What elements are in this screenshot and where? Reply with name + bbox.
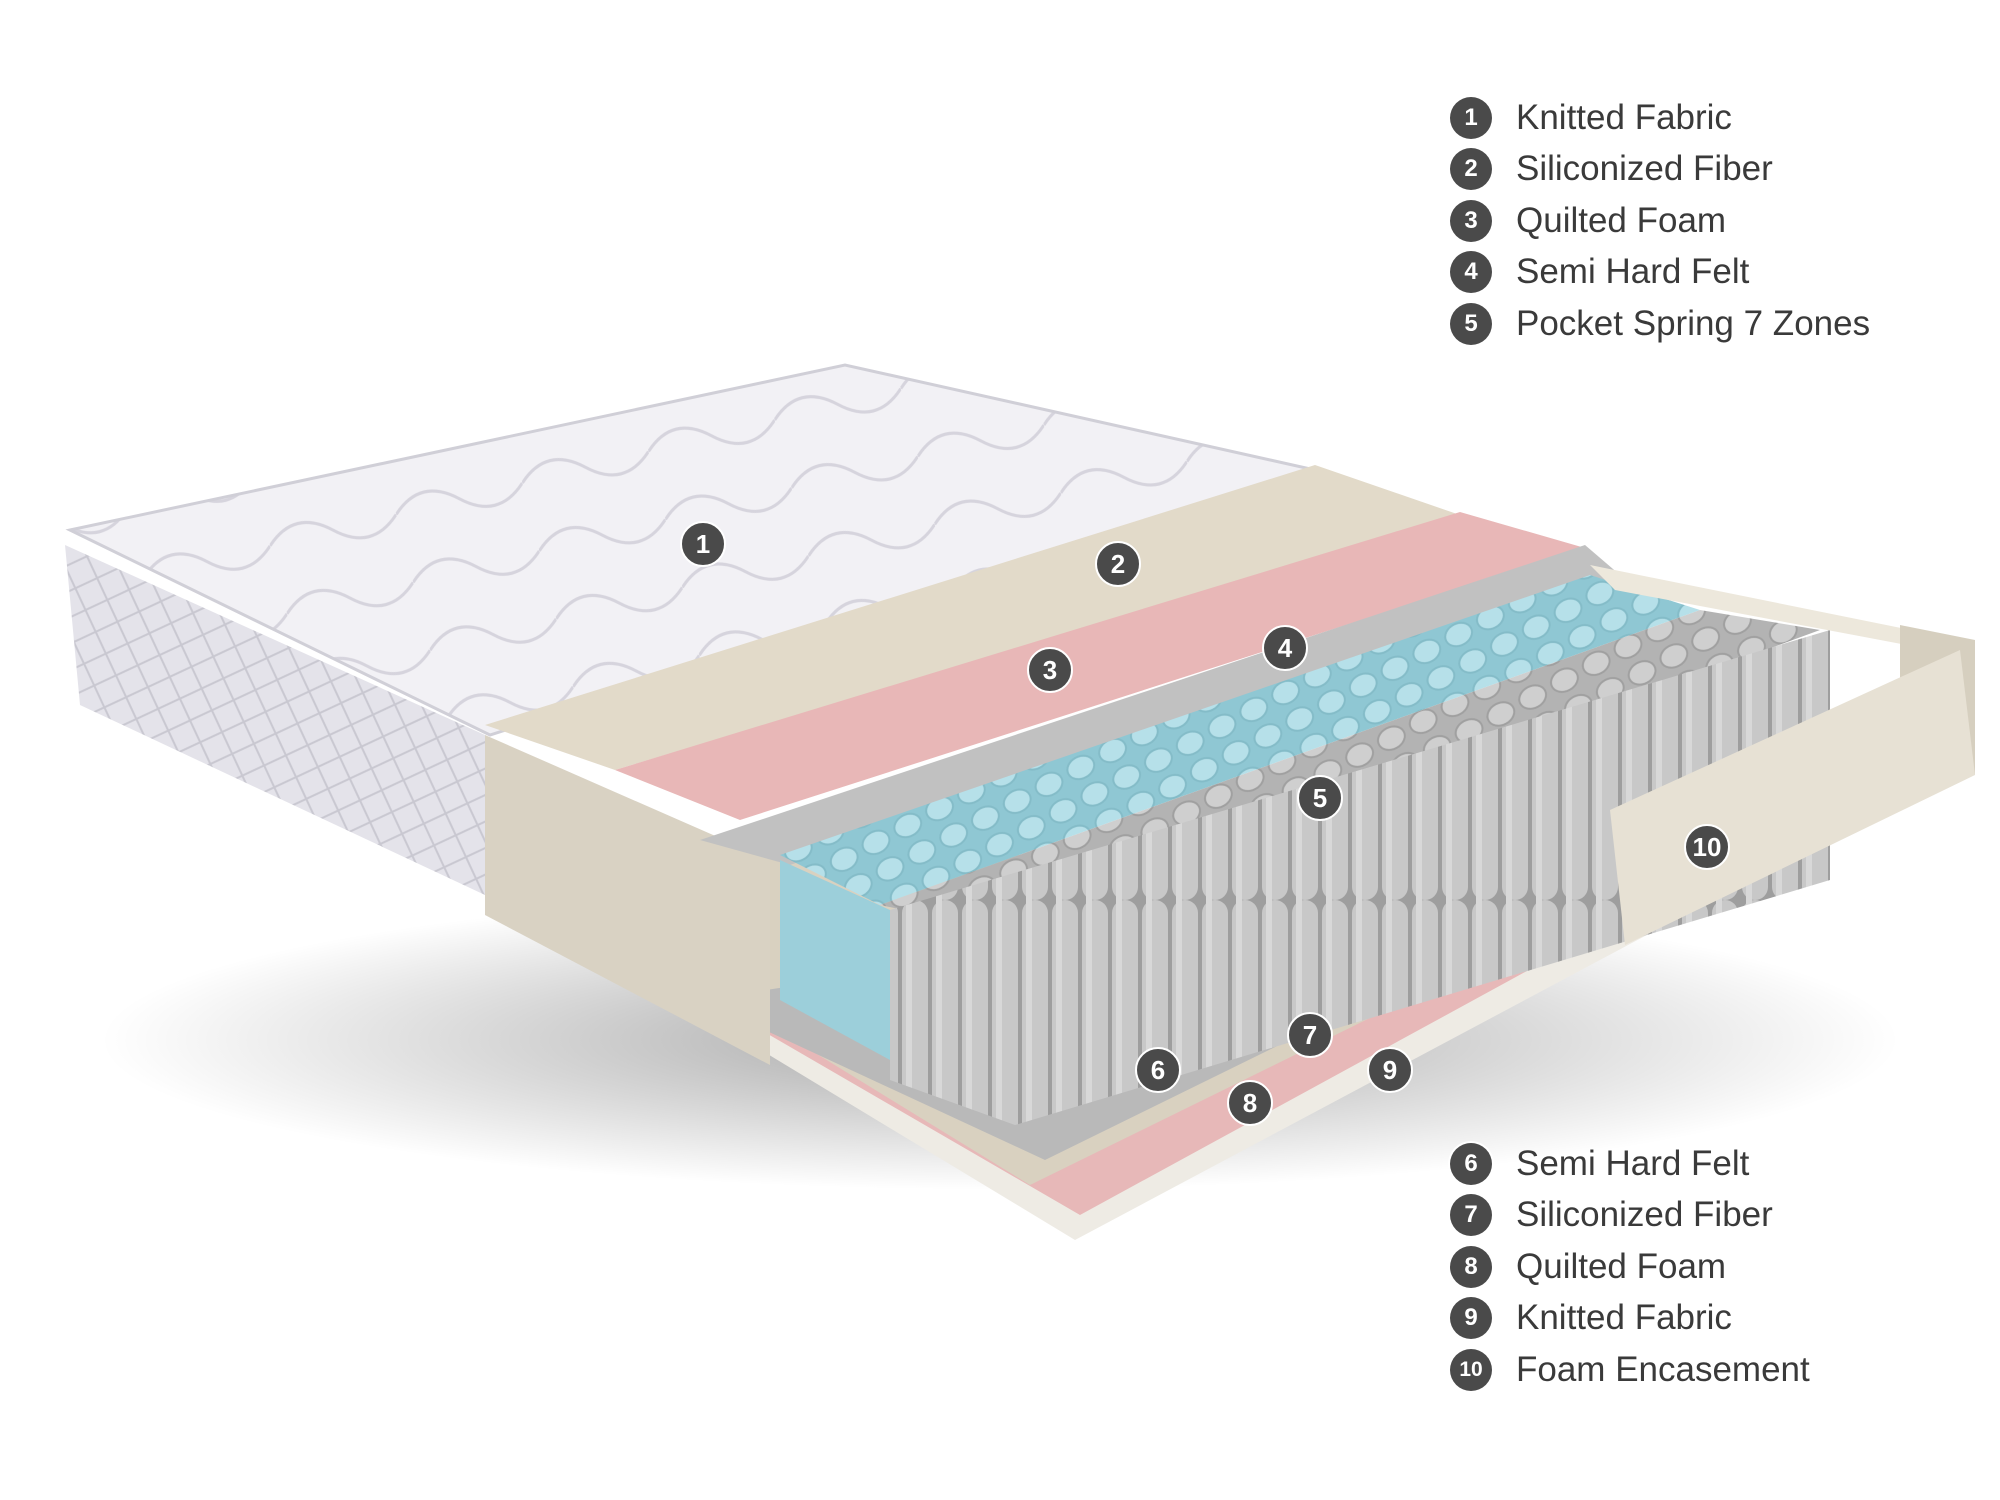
legend-label: Knitted Fabric [1516, 97, 1732, 137]
springs-blue-zone [780, 575, 1700, 905]
legend-label: Siliconized Fiber [1516, 149, 1773, 189]
legend-number-badge: 2 [1450, 148, 1492, 191]
svg-text:7: 7 [1303, 1020, 1317, 1050]
callout-1: 1 [680, 521, 726, 567]
legend-item: 10 Foam Encasement [1450, 1344, 1990, 1396]
svg-text:10: 10 [1693, 832, 1722, 862]
legend-label: Knitted Fabric [1516, 1298, 1732, 1338]
legend-bottom: 6 Semi Hard Felt 7 Siliconized Fiber 8 Q… [1450, 1138, 1990, 1396]
fiber-layer [485, 465, 1460, 770]
legend-label: Foam Encasement [1516, 1349, 1810, 1389]
legend-item: 6 Semi Hard Felt [1450, 1138, 1990, 1190]
quilted-foam-layer [615, 512, 1585, 820]
legend-item: 4 Semi Hard Felt [1450, 247, 1990, 299]
svg-text:8: 8 [1243, 1088, 1257, 1118]
callout-6: 6 [1135, 1047, 1181, 1093]
svg-text:2: 2 [1111, 549, 1125, 579]
legend-number-badge: 8 [1450, 1245, 1492, 1288]
callout-8: 8 [1227, 1080, 1273, 1126]
svg-text:9: 9 [1383, 1055, 1397, 1085]
legend-item: 7 Siliconized Fiber [1450, 1190, 1990, 1242]
legend-label: Semi Hard Felt [1516, 1143, 1750, 1183]
callout-3: 3 [1027, 647, 1073, 693]
legend-label: Semi Hard Felt [1516, 252, 1750, 292]
legend-item: 2 Siliconized Fiber [1450, 144, 1990, 196]
felt-layer [700, 545, 1620, 865]
foam-side-cut [485, 735, 770, 1065]
legend-label: Pocket Spring 7 Zones [1516, 303, 1871, 343]
springs-blue-front [780, 860, 890, 1060]
legend-number-badge: 1 [1450, 96, 1492, 139]
callout-7: 7 [1287, 1012, 1333, 1058]
callout-9: 9 [1367, 1047, 1413, 1093]
legend-item: 3 Quilted Foam [1450, 195, 1990, 247]
legend-number-badge: 5 [1450, 302, 1492, 345]
svg-text:1: 1 [696, 529, 710, 559]
svg-text:6: 6 [1151, 1055, 1165, 1085]
legend-number-badge: 7 [1450, 1194, 1492, 1237]
legend-number-badge: 6 [1450, 1142, 1492, 1185]
legend-item: 9 Knitted Fabric [1450, 1293, 1990, 1345]
legend-label: Quilted Foam [1516, 1246, 1727, 1286]
callout-10: 10 [1684, 824, 1730, 870]
legend-item: 8 Quilted Foam [1450, 1241, 1990, 1293]
legend-number-badge: 10 [1450, 1348, 1492, 1391]
foam-encasement-front [1610, 650, 1975, 945]
callout-4: 4 [1262, 625, 1308, 671]
svg-text:4: 4 [1278, 633, 1293, 663]
legend-label: Quilted Foam [1516, 200, 1727, 240]
springs-front-face [890, 630, 1830, 1125]
side-fabric-panel [65, 545, 485, 895]
svg-text:3: 3 [1043, 655, 1057, 685]
legend-item: 5 Pocket Spring 7 Zones [1450, 298, 1990, 350]
legend-number-badge: 3 [1450, 199, 1492, 242]
legend-label: Siliconized Fiber [1516, 1195, 1773, 1235]
legend-number-badge: 4 [1450, 251, 1492, 294]
legend-top: 1 Knitted Fabric 2 Siliconized Fiber 3 Q… [1450, 92, 1990, 350]
foam-encasement-top [1590, 565, 1960, 655]
callout-2: 2 [1095, 541, 1141, 587]
callout-5: 5 [1297, 775, 1343, 821]
legend-number-badge: 9 [1450, 1297, 1492, 1340]
legend-item: 1 Knitted Fabric [1450, 92, 1990, 144]
svg-text:5: 5 [1313, 783, 1327, 813]
